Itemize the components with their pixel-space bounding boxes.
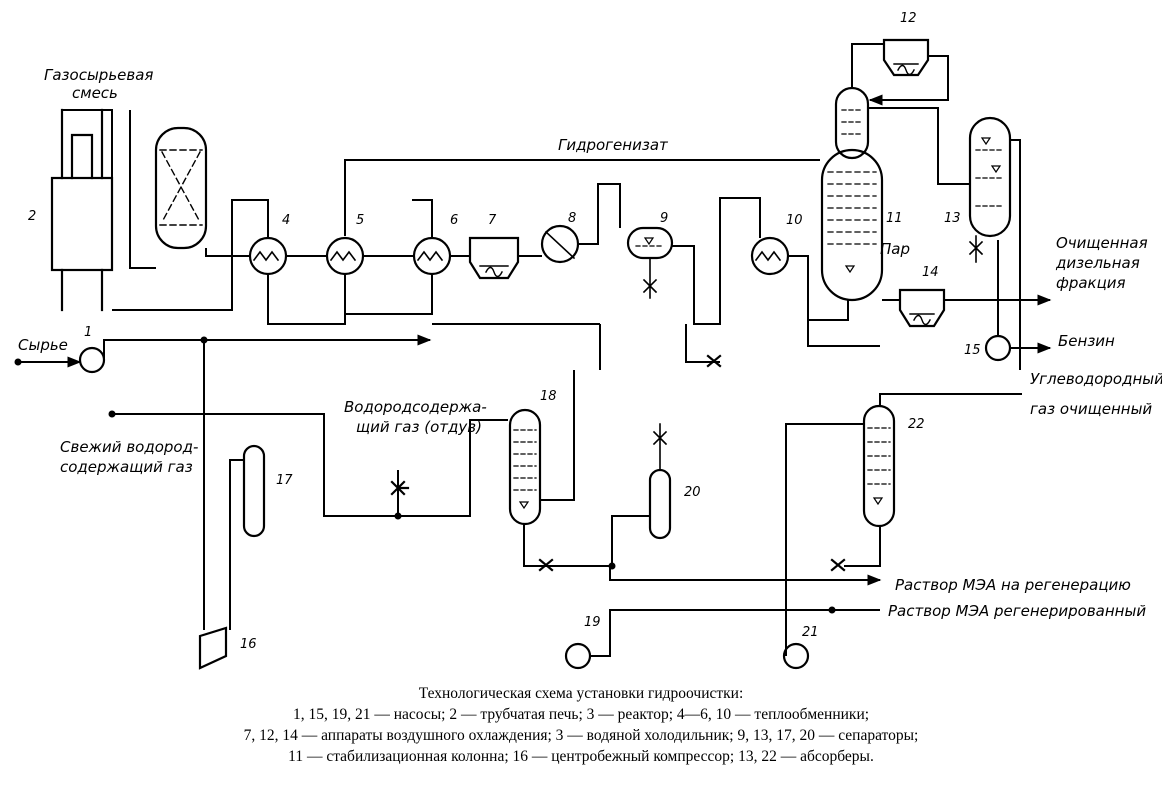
- air-cooler-7: [468, 236, 520, 280]
- label-fresh-h2-1: Свежий водород-: [60, 438, 198, 456]
- reactor-3: [154, 126, 208, 250]
- label-feed-gas-mix-1: Газосырьевая: [44, 66, 153, 84]
- stabilization-column-11: [820, 86, 884, 302]
- number-2: 2: [28, 209, 36, 224]
- number-17: 17: [276, 473, 293, 488]
- caption-line-3: 7, 12, 14 — аппараты воздушного охлажден…: [243, 727, 919, 744]
- number-4: 4: [282, 213, 290, 228]
- separator-9: [626, 226, 674, 299]
- label-raw: Сырье: [18, 336, 68, 354]
- absorber-22: [862, 404, 896, 528]
- number-9: 9: [660, 211, 668, 226]
- label-hc-gas-2: газ очищенный: [1030, 400, 1152, 418]
- process-flow-diagram: Газосырьевая смесь Гидрогенизат Пар Очищ…: [14, 11, 1162, 670]
- heat-exchanger-5: [325, 236, 365, 276]
- number-14: 14: [922, 265, 939, 280]
- heat-exchanger-4: [248, 236, 288, 276]
- label-mea-regen: Раствор МЭА регенерированный: [888, 602, 1146, 620]
- number-22: 22: [908, 417, 925, 432]
- label-mea-to-regen: Раствор МЭА на регенерацию: [895, 576, 1131, 594]
- label-feed-gas-mix-2: смесь: [72, 84, 118, 102]
- number-20: 20: [684, 485, 701, 500]
- label-diesel-1: Очищенная: [1056, 234, 1148, 252]
- label-hc-gas-1: Углеводородный: [1030, 370, 1162, 388]
- number-15: 15: [964, 343, 981, 358]
- number-19: 19: [584, 615, 601, 630]
- number-5: 5: [356, 213, 364, 228]
- water-cooler-8: [540, 224, 580, 264]
- label-purge-1: Водородсодержа-: [344, 398, 487, 416]
- caption-line-1: Технологическая схема установки гидроочи…: [418, 685, 744, 702]
- number-6: 6: [450, 213, 458, 228]
- number-7: 7: [488, 213, 497, 228]
- label-fresh-h2-2: содержащий газ: [60, 458, 193, 476]
- label-hydrogenate: Гидрогенизат: [558, 136, 669, 154]
- pump-15: [984, 334, 1012, 362]
- absorber-18: [508, 408, 542, 526]
- number-12: 12: [900, 11, 917, 26]
- label-diesel-2: дизельная: [1055, 254, 1140, 272]
- pump-1: [78, 346, 106, 374]
- number-16: 16: [240, 637, 257, 652]
- caption-line-2: 1, 15, 19, 21 — насосы; 2 — трубчатая пе…: [292, 706, 870, 723]
- furnace-2: [50, 108, 114, 312]
- absorber-13: [968, 116, 1012, 263]
- number-8: 8: [568, 211, 576, 226]
- caption-line-4: 11 — стабилизационная колонна; 16 — цент…: [288, 748, 874, 765]
- heat-exchanger-6: [412, 236, 452, 276]
- valve-purge: [390, 480, 410, 496]
- number-13: 13: [944, 211, 961, 226]
- separator-17: [242, 444, 266, 538]
- label-purge-2: щий газ (отдув): [356, 418, 482, 436]
- number-11: 11: [886, 211, 903, 226]
- valve-22: [830, 558, 846, 572]
- compressor-16: [198, 626, 228, 670]
- label-steam: Пар: [880, 240, 910, 258]
- label-gasoline: Бензин: [1058, 332, 1115, 350]
- number-1: 1: [84, 325, 92, 340]
- process-lines: [20, 43, 1052, 657]
- figure-caption: Технологическая схема установки гидроочи…: [0, 683, 1162, 767]
- pump-19: [564, 642, 592, 670]
- label-diesel-3: фракция: [1056, 274, 1126, 292]
- air-cooler-12: [882, 38, 930, 77]
- pump-21: [782, 642, 810, 670]
- junction-dots: [14, 336, 836, 614]
- heat-exchanger-10: [750, 236, 790, 276]
- separator-20: [648, 423, 672, 540]
- number-10: 10: [786, 213, 803, 228]
- air-cooler-14: [898, 288, 946, 328]
- number-18: 18: [540, 389, 557, 404]
- number-21: 21: [802, 625, 819, 640]
